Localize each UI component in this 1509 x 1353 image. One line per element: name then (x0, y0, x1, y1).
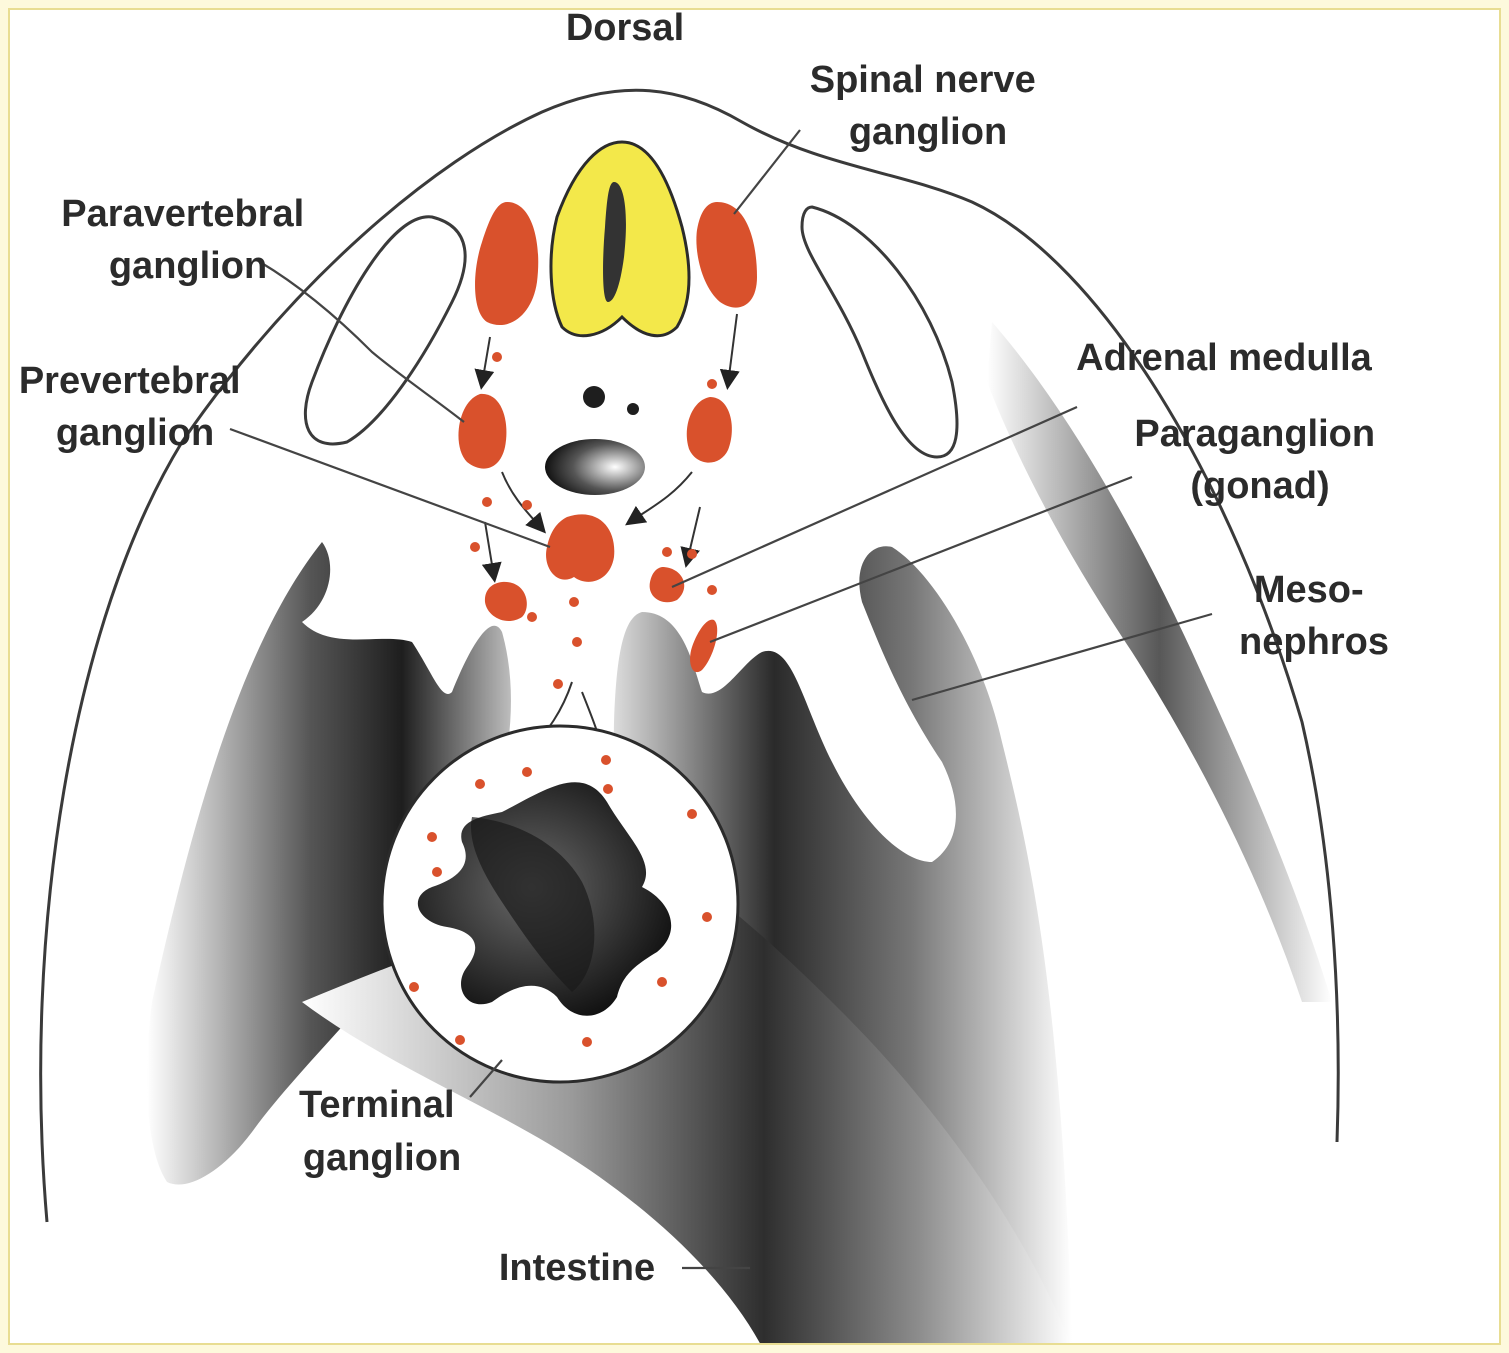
label-adrenal-medulla: Adrenal medulla (1076, 337, 1372, 379)
figure-frame: Dorsal Spinal nerve ganglion Paravertebr… (8, 8, 1501, 1345)
notochord-small (627, 403, 639, 415)
leader-spinal-nerve-ganglion (734, 130, 800, 214)
embryo-cross-section-diagram: Dorsal Spinal nerve ganglion Paravertebr… (10, 10, 1501, 1345)
label-mesonephros: Meso- nephros (1239, 569, 1389, 663)
label-prevertebral-ganglion: Prevertebral ganglion (19, 360, 251, 454)
aorta (545, 439, 645, 495)
notochord (583, 386, 605, 408)
migration-arrow (502, 472, 542, 529)
migration-arrow (485, 522, 494, 577)
paravertebral-ganglion-left (458, 394, 506, 469)
migration-arrow (482, 337, 490, 384)
spinal-nerve-ganglion-right (696, 202, 757, 308)
label-terminal-ganglion: Terminal ganglion (299, 1084, 465, 1179)
paraganglion-gonad (690, 620, 717, 673)
paravertebral-ganglion-right (687, 397, 732, 463)
label-dorsal: Dorsal (566, 10, 684, 49)
right-somite-outline (802, 207, 957, 457)
leader-paravertebral-ganglion (260, 262, 464, 422)
adrenal-medulla-left (485, 582, 527, 621)
label-paraganglion: Paraganglion (gonad) (1134, 413, 1385, 507)
spinal-nerve-ganglion-left (475, 202, 538, 325)
label-intestine: Intestine (499, 1247, 655, 1289)
prevertebral-ganglion (546, 514, 614, 581)
migration-arrow (728, 314, 737, 384)
left-somite-outline (305, 217, 465, 444)
label-spinal-nerve-ganglion: Spinal nerve ganglion (810, 59, 1047, 153)
